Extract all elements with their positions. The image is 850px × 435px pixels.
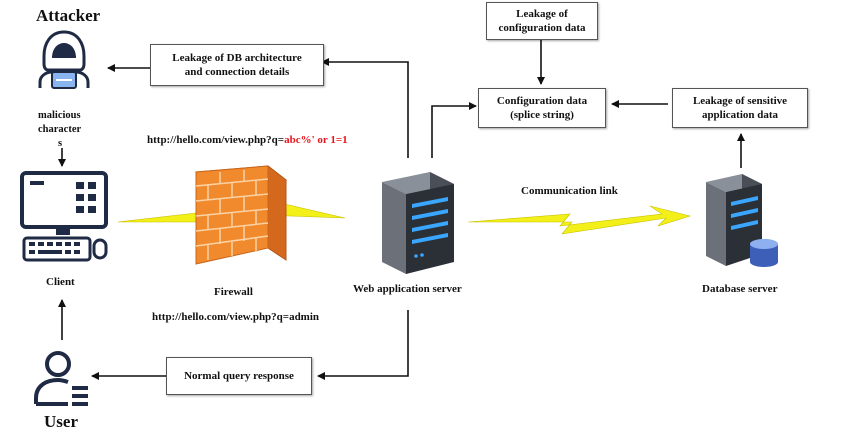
attacker-label: Attacker xyxy=(36,6,101,25)
config-line-1: Configuration data xyxy=(496,95,588,107)
leak-db-architecture-box: Leakage of DB architecture and connectio… xyxy=(150,44,324,86)
malicious-url-payload: abc%' or 1=1 xyxy=(284,134,348,146)
malicious-label-3: s xyxy=(58,138,63,149)
communication-link-label: Communication link xyxy=(521,185,618,197)
normal-response-text: Normal query response xyxy=(184,370,294,382)
server-icon xyxy=(382,172,454,274)
leak-config-box: Leakage of configuration data xyxy=(486,2,598,40)
malicious-url-prefix: http://hello.com/view.php?q= xyxy=(147,134,285,146)
db-server-label: Database server xyxy=(702,283,778,295)
hacker-icon xyxy=(38,30,90,89)
leak-sensitive-line-1: Leakage of sensitive xyxy=(692,95,788,107)
malicious-label-1: malicious xyxy=(38,110,81,121)
firewall-icon xyxy=(194,164,288,265)
arrow-server-to-config xyxy=(431,102,477,158)
client-label: Client xyxy=(46,276,75,288)
leak-sensitive-box: Leakage of sensitive application data xyxy=(672,88,808,128)
user-label: User xyxy=(44,412,78,431)
computer-icon xyxy=(20,171,108,262)
user-icon xyxy=(34,351,88,406)
database-server-icon xyxy=(706,174,778,267)
normal-url: http://hello.com/view.php?q=admin xyxy=(152,311,320,323)
communication-link-bolt-icon xyxy=(467,205,692,235)
normal-query-response-box: Normal query response xyxy=(166,357,312,395)
arrow-server-to-normal-response xyxy=(317,310,409,380)
leak-sensitive-line-2: application data xyxy=(701,109,779,121)
leak-db-line-1: Leakage of DB architecture xyxy=(172,52,302,64)
malicious-url: http://hello.com/view.php?q=abc%' or 1=1 xyxy=(147,134,348,146)
leak-config-line-2: configuration data xyxy=(498,22,586,34)
leak-db-line-2: and connection details xyxy=(184,66,290,78)
web-server-label: Web application server xyxy=(353,283,462,295)
config-line-2: (splice string) xyxy=(510,109,574,121)
firewall-label: Firewall xyxy=(214,286,253,298)
config-data-box: Configuration data (splice string) xyxy=(478,88,606,128)
arrow-server-to-leak-db xyxy=(321,58,409,158)
leak-config-line-1: Leakage of xyxy=(516,8,568,20)
malicious-label-2: character xyxy=(38,124,82,135)
